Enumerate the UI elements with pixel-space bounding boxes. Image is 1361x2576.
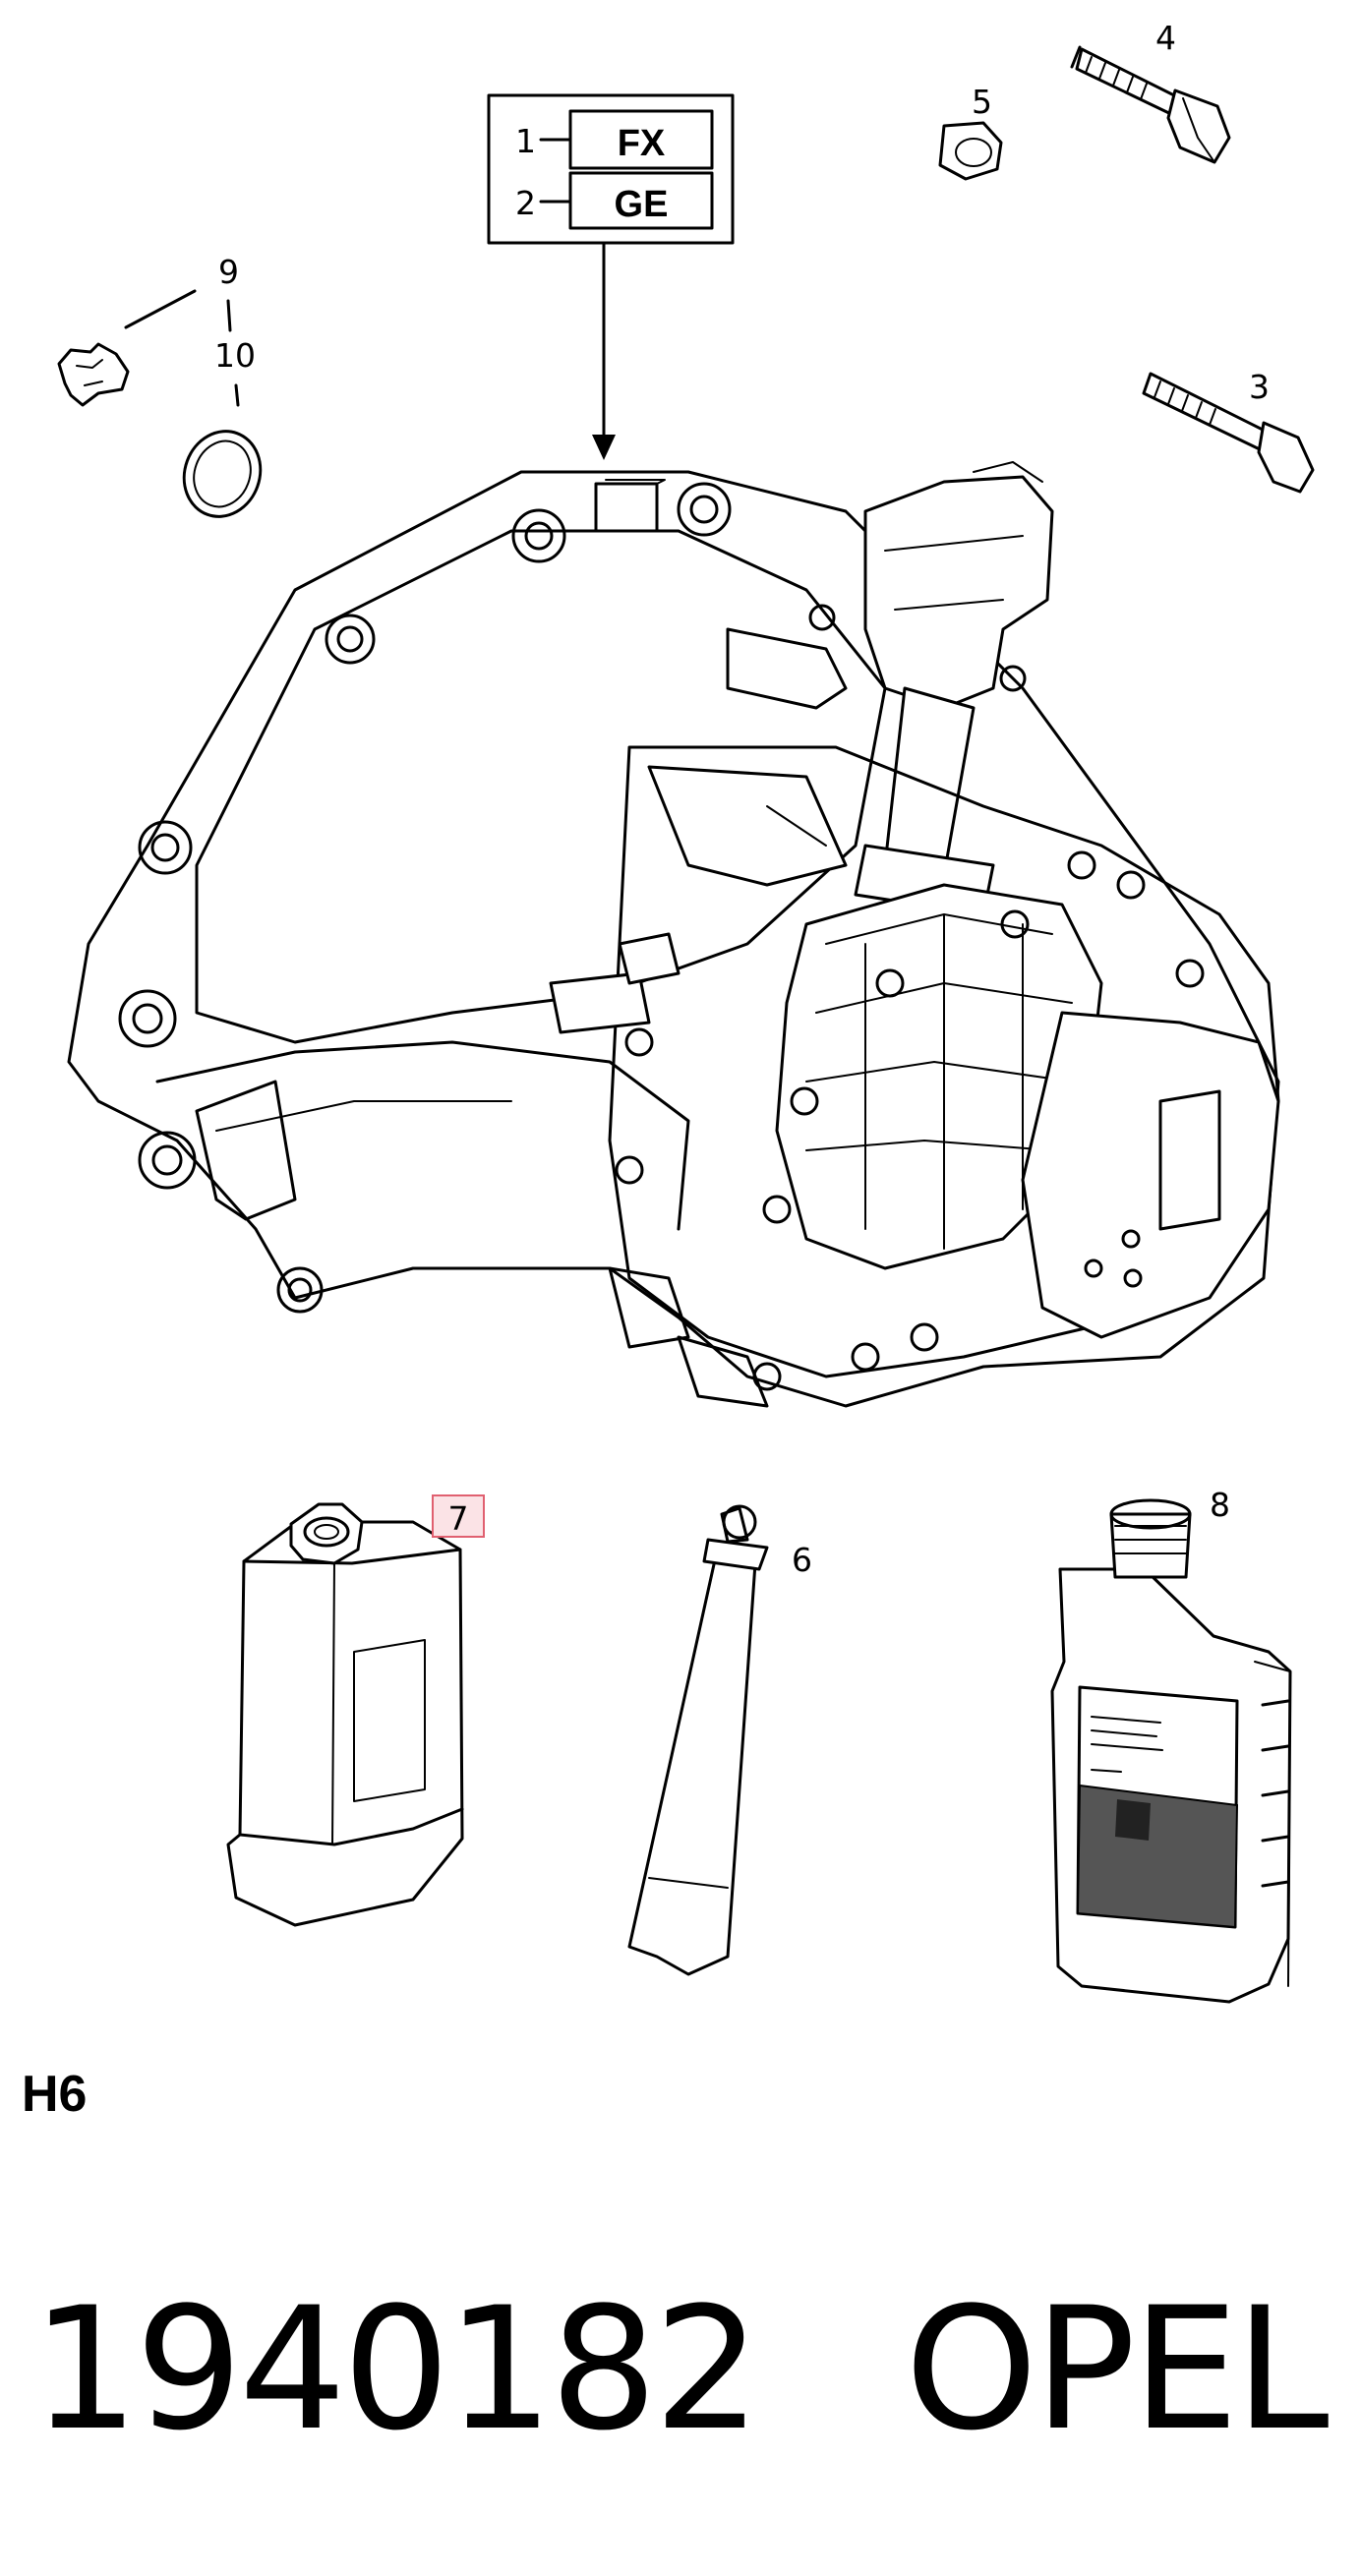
callout-7-highlight <box>432 1494 485 1538</box>
tube-icon <box>627 1504 769 1976</box>
variant-code-fx: FX <box>618 123 666 164</box>
seal-ring-icon <box>182 430 263 518</box>
callout-4: 4 <box>1155 19 1176 57</box>
nut-icon <box>938 121 1003 181</box>
callout-9: 9 <box>218 253 239 291</box>
bolt-icon <box>1070 45 1231 164</box>
callout-10: 10 <box>214 336 256 375</box>
clip-icon <box>57 342 130 407</box>
variant-code-ge: GE <box>615 184 669 225</box>
canister-icon <box>226 1502 464 1927</box>
brand-name: OPEL <box>905 2270 1330 2468</box>
callout-8: 8 <box>1210 1486 1230 1524</box>
oil-bottle-icon <box>1050 1498 1292 2004</box>
variant-box: 1 2 FX GE <box>487 93 735 460</box>
section-label: H6 <box>22 2066 88 2123</box>
variant-index-2: 2 <box>515 184 536 222</box>
arrow-head-icon <box>592 435 616 460</box>
callout-3: 3 <box>1249 368 1270 406</box>
part-number: 1940182 <box>31 2270 761 2468</box>
callout-6: 6 <box>792 1541 812 1579</box>
bolt-icon <box>1142 372 1315 494</box>
callout-5: 5 <box>972 83 992 121</box>
variant-index-1: 1 <box>515 122 536 160</box>
gearbox-assembly-illustration <box>67 461 1280 1408</box>
callout-7: 7 <box>448 1499 469 1538</box>
